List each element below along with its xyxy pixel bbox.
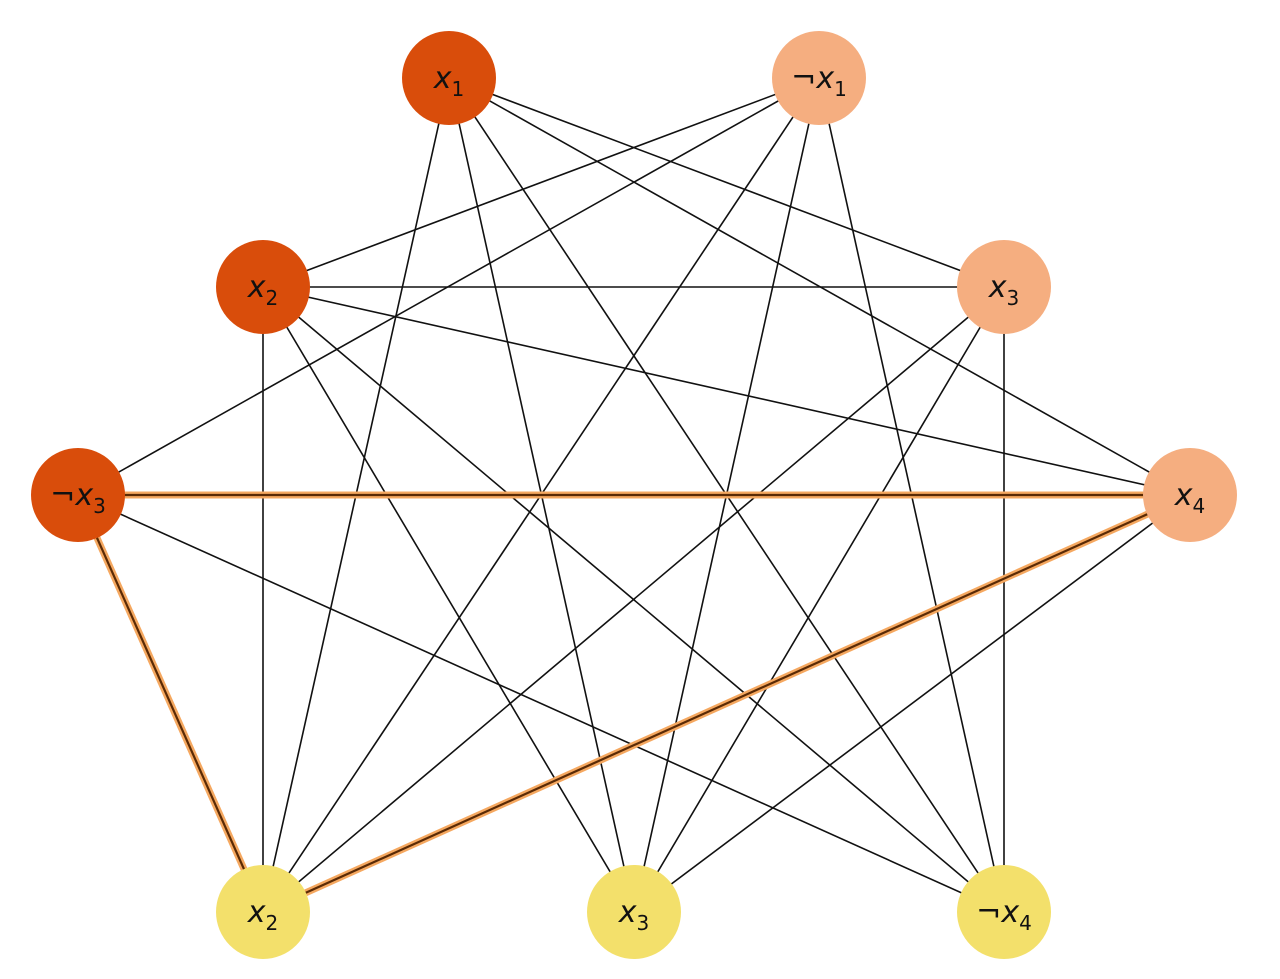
node-circle: [216, 240, 310, 334]
node-label: x2: [247, 270, 279, 310]
node-circle: [587, 865, 681, 959]
node-label: x2: [247, 895, 279, 935]
edge: [633, 286, 1005, 913]
graph-node: x3: [957, 240, 1051, 334]
node-circle: [402, 31, 496, 125]
node-circle: [957, 240, 1051, 334]
graph-node: x2: [216, 865, 310, 959]
edge: [633, 494, 1191, 913]
negation-symbol: ¬: [791, 61, 816, 96]
graph-node: x2: [216, 240, 310, 334]
negation-symbol: ¬: [976, 895, 1001, 930]
node-circle: [216, 865, 310, 959]
variable-subscript: 4: [1019, 911, 1032, 935]
edge: [262, 77, 820, 288]
node-label: ¬x1: [791, 61, 847, 101]
edge: [262, 286, 1005, 913]
highlighted-edge: [76, 494, 265, 913]
edge: [77, 494, 1005, 913]
variable-name: x: [1174, 478, 1193, 513]
variable-name: x: [247, 895, 266, 930]
node-label: x3: [618, 895, 650, 935]
variable-subscript: 3: [1007, 286, 1020, 310]
variable-subscript: 1: [452, 77, 465, 101]
graph-node: ¬x4: [957, 865, 1051, 959]
variable-subscript: 2: [266, 911, 279, 935]
graph-node: ¬x3: [31, 448, 125, 542]
variable-name: x: [247, 270, 266, 305]
variable-subscript: 3: [93, 494, 106, 518]
variable-name: x: [1000, 895, 1019, 930]
node-label: ¬x3: [50, 478, 106, 518]
variable-name: x: [433, 61, 452, 96]
variable-subscript: 2: [266, 286, 279, 310]
variable-name: x: [618, 895, 637, 930]
graph-node: x4: [1143, 448, 1237, 542]
node-label: x1: [433, 61, 465, 101]
variable-subscript: 4: [1193, 494, 1206, 518]
graph-node: ¬x1: [772, 31, 866, 125]
node-label: x3: [988, 270, 1020, 310]
edge: [262, 286, 635, 913]
variable-subscript: 1: [834, 77, 847, 101]
highlighted-edge: [262, 493, 1191, 914]
graph-node: x3: [587, 865, 681, 959]
edge: [448, 77, 1005, 288]
variable-subscript: 3: [637, 911, 650, 935]
variable-name: x: [815, 61, 834, 96]
node-circle: [1143, 448, 1237, 542]
graph-node: x1: [402, 31, 496, 125]
node-circle: [31, 448, 125, 542]
node-circle: [957, 865, 1051, 959]
node-label: ¬x4: [976, 895, 1032, 935]
variable-name: x: [988, 270, 1007, 305]
edges-layer: [74, 77, 1192, 916]
node-circle: [772, 31, 866, 125]
edge: [262, 286, 1191, 496]
variable-name: x: [74, 478, 93, 513]
negation-symbol: ¬: [50, 478, 75, 513]
node-label: x4: [1174, 478, 1206, 518]
